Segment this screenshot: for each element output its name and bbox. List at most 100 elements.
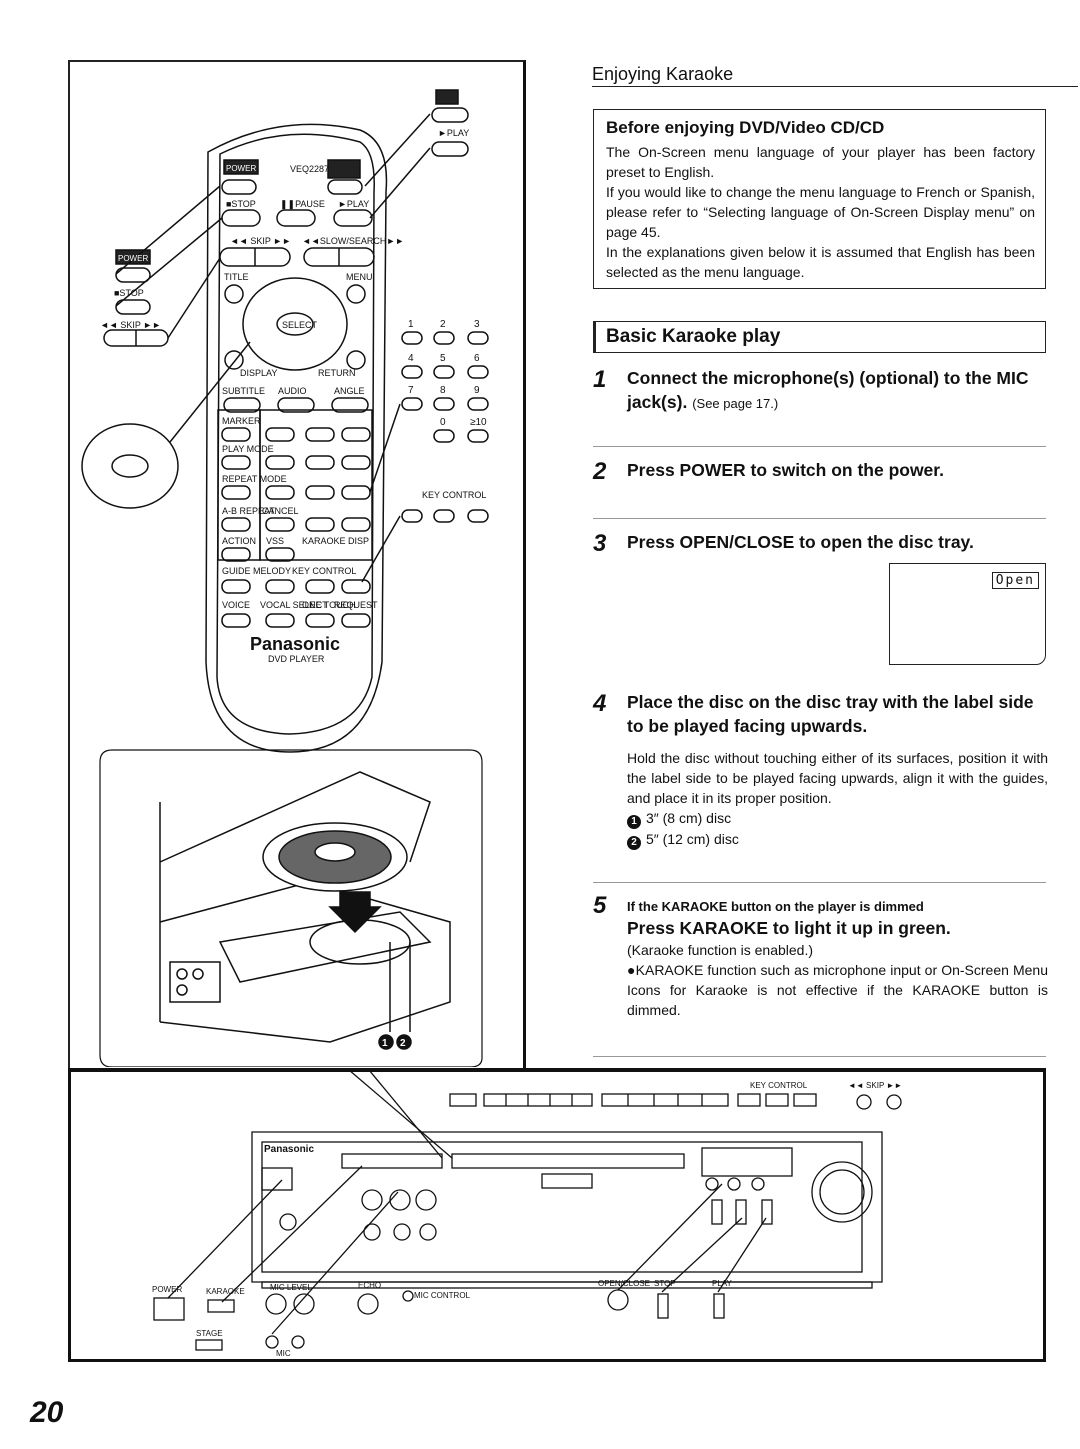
list-item-text: 5″ (12 cm) disc [646,831,739,847]
remote-subtitle-label: SUBTITLE [222,386,265,396]
circle-number: 1 [627,815,641,829]
step-heading: Connect the microphone(s) (optional) to … [627,368,1029,412]
disc-mark-2: 2 [400,1038,406,1049]
player-brand-label: Panasonic [264,1144,314,1155]
step-5: 5 If the KARAOKE button on the player is… [593,892,1048,1020]
step-body: Hold the disc without touching either of… [627,750,1048,806]
player-mic-level-label: MIC LEVEL [270,1283,312,1292]
step-4: 4 Place the disc on the disc tray with t… [593,690,1048,850]
step-heading: Press POWER to switch on the power. [627,460,944,480]
section-title: Enjoying Karaoke [592,64,734,84]
callout-play-label: ►PLAY [438,128,469,138]
remote-repeat-mode-label: REPEAT MODE [222,474,287,484]
remote-guide-melody-label: GUIDE MELODY [222,566,291,576]
before-box-para-3: In the explanations given below it is as… [606,244,1035,280]
remote-title-label: TITLE [224,272,249,282]
remote-key-control-label: KEY CONTROL [292,566,356,576]
digit-label: 0 [440,417,446,428]
remote-cancel-label: CANCEL [262,506,299,516]
before-enjoying-box: Before enjoying DVD/Video CD/CD The On-S… [593,109,1046,289]
player-panel-frame [68,1068,1046,1362]
step-number: 4 [593,690,607,717]
digit-label: 9 [474,385,480,396]
step-number: 2 [593,458,607,485]
remote-marker-label: MARKER [222,416,261,426]
step-number: 1 [593,366,607,393]
step-heading: Place the disc on the disc tray with the… [627,692,1034,736]
player-power-label: POWER [152,1285,182,1294]
remote-vss-label: VSS [266,536,284,546]
before-box-para-1: The On-Screen menu language of your play… [606,144,1035,180]
remote-play-label: ►PLAY [338,199,369,209]
remote-pause-label: ❚❚PAUSE [280,199,325,210]
remote-menu-label: MENU [346,272,373,282]
remote-ab-repeat-label: A-B REPEAT [222,506,275,516]
divider [593,518,1046,519]
remote-request-label: REQUEST [334,600,378,610]
player-key-control-label: KEY CONTROL [750,1081,808,1090]
player-open-close-label: OPEN/CLOSE [598,1279,650,1288]
player-echo-label: ECHO [358,1281,381,1290]
divider [593,882,1046,883]
remote-audio-label: AUDIO [278,386,307,396]
step-body: (Karaoke function is enabled.) [627,942,813,958]
display-readout: Open [991,572,1039,589]
step-number: 3 [593,530,607,557]
digit-label: 3 [474,319,480,330]
before-box-title: Before enjoying DVD/Video CD/CD [606,118,885,137]
divider [593,446,1046,447]
digit-label: 1 [408,319,414,330]
remote-model-label: VEQ2287 [290,164,329,174]
step-2: 2 Press POWER to switch on the power. [593,458,1048,485]
player-skip-label: ◄◄ SKIP ►► [848,1081,902,1090]
player-stop-label: STOP [654,1279,676,1288]
step-heading: Press OPEN/CLOSE to open the disc tray. [627,532,974,552]
remote-one-touch-label: ONE TOUCH [302,600,356,610]
list-item: 2 5″ (12 cm) disc [627,829,1048,850]
digit-label: 7 [408,385,414,396]
player-illustration: Panasonic POWER KARAOKE MIC LEVEL ECHO M… [152,1072,902,1358]
callout-power-label: POWER [118,254,148,263]
player-mic-control-label: MIC CONTROL [414,1291,471,1300]
remote-karaoke-disp-label: KARAOKE DISP [302,536,369,546]
remote-voice-label: VOICE [222,600,250,610]
remote-action-label: ACTION [222,536,256,546]
tv-display: Open [889,563,1046,665]
step-note: ●KARAOKE function such as microphone inp… [627,962,1048,1018]
remote-select-label: SELECT [282,320,318,330]
page-number: 20 [30,1396,64,1429]
player-karaoke-label: KARAOKE [206,1287,245,1296]
step-subheading: If the KARAOKE button on the player is d… [627,899,924,914]
callout-key-control-label: KEY CONTROL [422,490,486,500]
digit-label: 6 [474,353,480,364]
digit-label: ≥10 [470,417,487,428]
digit-label: 5 [440,353,446,364]
remote-illustration: VEQ2287 ■STOP ❚❚PAUSE ►PLAY ◄◄ SKIP ►► ◄… [81,89,489,1067]
title-rule [592,86,1078,87]
step-3: 3 Press OPEN/CLOSE to open the disc tray… [593,530,1048,557]
step-reference: (See page 17.) [692,396,779,411]
player-stage-label: STAGE [196,1329,223,1338]
player-play-label: PLAY [712,1279,733,1288]
remote-stop-label: ■STOP [226,199,256,209]
basic-karaoke-title: Basic Karaoke play [606,326,781,347]
remote-display-label: DISPLAY [240,368,277,378]
divider [593,1056,1046,1057]
digit-label: 8 [440,385,446,396]
step-number: 5 [593,892,607,919]
step-1: 1 Connect the microphone(s) (optional) t… [593,366,1048,416]
player-mic-label: MIC [276,1349,291,1358]
remote-play-mode-label: PLAY MODE [222,444,274,454]
remote-skip-label: ◄◄ SKIP ►► [230,236,291,246]
circle-number: 2 [627,836,641,850]
before-box-para-2: If you would like to change the menu lan… [606,184,1035,240]
list-item-text: 3″ (8 cm) disc [646,810,732,826]
remote-power-label: POWER [226,164,256,173]
callout-skip-label: ◄◄ SKIP ►► [100,320,161,330]
disc-mark-1: 1 [382,1038,388,1049]
step-heading: Press KARAOKE to light it up in green. [627,918,951,938]
list-item: 1 3″ (8 cm) disc [627,808,1048,829]
callout-stop-label: ■STOP [114,288,144,298]
remote-slow-search-label: ◄◄SLOW/SEARCH►► [302,236,404,246]
basic-karaoke-box: Basic Karaoke play [593,321,1046,353]
